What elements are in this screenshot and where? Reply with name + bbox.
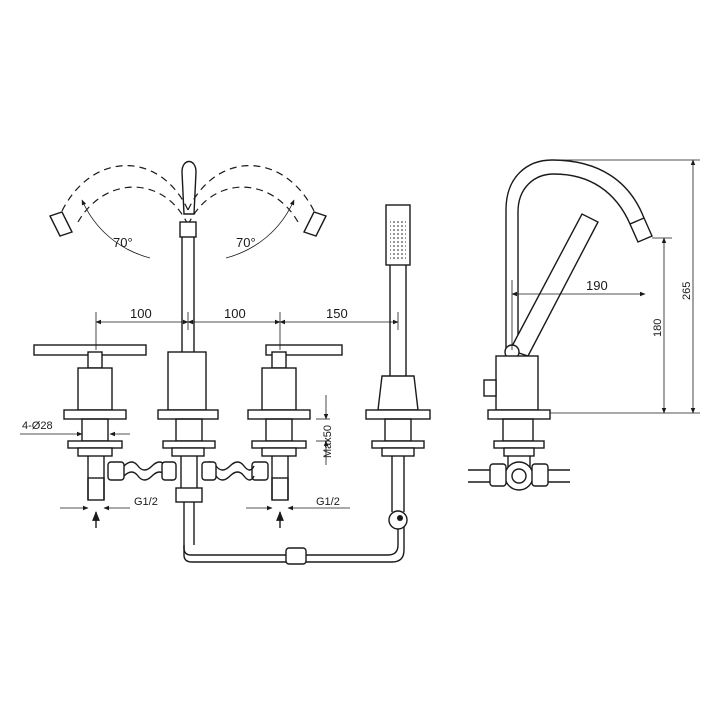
center-spout bbox=[157, 160, 219, 555]
side-view-faucet bbox=[468, 159, 653, 491]
hand-shower bbox=[365, 204, 431, 530]
deck-thickness-label: Max50 bbox=[322, 425, 334, 458]
inlet-left-label: G1/2 bbox=[134, 496, 158, 508]
swivel-angle-left-label: 70° bbox=[113, 235, 133, 250]
spout-reach-label: 190 bbox=[586, 278, 608, 293]
swivel-arcs bbox=[49, 165, 327, 259]
inlet-dimensions bbox=[60, 505, 350, 528]
deck-thickness-dimension bbox=[316, 395, 330, 465]
dim-spacing-2: 100 bbox=[224, 306, 246, 321]
flex-hoses bbox=[123, 461, 255, 481]
spout-height-label: 180 bbox=[652, 319, 664, 337]
dim-spacing-1: 100 bbox=[130, 306, 152, 321]
left-valve bbox=[33, 344, 147, 501]
inlet-right-label: G1/2 bbox=[316, 496, 340, 508]
side-view-dimensions bbox=[511, 159, 700, 414]
swivel-angle-right-label: 70° bbox=[236, 235, 256, 250]
hole-spec-label: 4-Ø28 bbox=[22, 420, 53, 432]
shower-hose bbox=[183, 527, 405, 565]
dim-spacing-3: 150 bbox=[326, 306, 348, 321]
spacing-dimensions bbox=[95, 312, 399, 350]
overall-height-label: 265 bbox=[681, 282, 693, 300]
right-valve bbox=[247, 344, 343, 501]
